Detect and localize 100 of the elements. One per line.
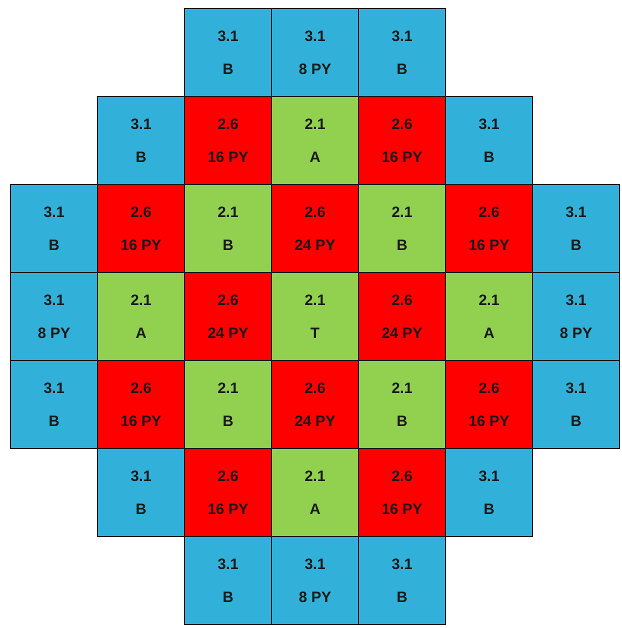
- cell-label: B: [222, 60, 234, 78]
- grid-cell: [358, 8, 446, 97]
- cell-value: 3.1: [44, 204, 64, 220]
- cell-label: T: [310, 324, 320, 342]
- cell-value: 3.1: [218, 556, 238, 572]
- grid-cell: [271, 184, 359, 273]
- cell-label: 16 PY: [382, 500, 422, 518]
- cell-value: 2.6: [218, 292, 238, 308]
- grid-cell: [271, 272, 359, 361]
- grid-cell: [271, 8, 359, 97]
- grid-cell: [445, 96, 533, 185]
- cell-value: 2.1: [392, 380, 412, 396]
- grid-cell: [271, 536, 359, 625]
- cell-value: 3.1: [566, 204, 586, 220]
- cell-value: 3.1: [392, 556, 412, 572]
- cell-label: B: [222, 588, 234, 606]
- grid-cell: [97, 360, 185, 449]
- grid-cell: [358, 96, 446, 185]
- cell-label: 16 PY: [120, 236, 162, 254]
- cell-value: 2.1: [392, 204, 412, 220]
- cell-value: 3.1: [218, 28, 238, 44]
- grid-cell: [271, 96, 359, 185]
- grid-cell: [184, 8, 272, 97]
- cell-value: 2.6: [478, 204, 500, 220]
- cell-label: B: [484, 148, 494, 166]
- cell-label: A: [310, 148, 320, 166]
- cell-label: A: [484, 324, 494, 342]
- grid-cell: [445, 272, 533, 361]
- cell-value: 2.1: [304, 468, 326, 484]
- grid-cell: [184, 536, 272, 625]
- grid-cell: [97, 448, 185, 537]
- cell-value: 3.1: [478, 468, 500, 484]
- cell-label: 16 PY: [120, 412, 162, 430]
- cell-value: 3.1: [130, 468, 152, 484]
- grid-cell: [532, 184, 620, 273]
- cell-value: 3.1: [566, 380, 586, 396]
- cell-label: B: [396, 412, 408, 430]
- grid-cell: [271, 360, 359, 449]
- cell-label: A: [310, 500, 320, 518]
- cell-label: B: [136, 148, 146, 166]
- cell-label: 16 PY: [382, 148, 422, 166]
- cell-label: B: [484, 500, 494, 518]
- cell-label: 24 PY: [208, 324, 248, 342]
- cell-label: A: [136, 324, 146, 342]
- cell-value: 2.6: [218, 468, 238, 484]
- cell-value: 3.1: [478, 116, 500, 132]
- cell-label: B: [396, 588, 408, 606]
- cell-label: B: [570, 236, 582, 254]
- cell-value: 2.1: [304, 116, 326, 132]
- grid-cell: [97, 96, 185, 185]
- grid-cell: [10, 272, 98, 361]
- grid-cell: [184, 272, 272, 361]
- cell-value: 2.6: [304, 204, 326, 220]
- cell-label: B: [222, 412, 234, 430]
- grid-cell: [358, 272, 446, 361]
- grid-cell: [358, 448, 446, 537]
- grid-cell: [10, 184, 98, 273]
- cell-label: 16 PY: [468, 412, 510, 430]
- cell-value: 2.6: [392, 292, 412, 308]
- cell-value: 2.6: [478, 380, 500, 396]
- cell-value: 2.1: [130, 292, 152, 308]
- cell-value: 2.1: [478, 292, 500, 308]
- grid-cell: [97, 184, 185, 273]
- cell-value: 3.1: [392, 28, 412, 44]
- cell-label: 8 PY: [560, 324, 592, 342]
- cell-label: B: [222, 236, 234, 254]
- cell-value: 2.6: [304, 380, 326, 396]
- cell-label: 24 PY: [294, 236, 336, 254]
- cell-label: 16 PY: [208, 500, 248, 518]
- cell-value: 3.1: [44, 380, 64, 396]
- cell-label: B: [570, 412, 582, 430]
- cell-value: 2.1: [218, 204, 238, 220]
- cell-value: 2.1: [304, 292, 326, 308]
- cell-value: 3.1: [304, 28, 326, 44]
- grid-cell: [97, 272, 185, 361]
- grid-cell: [184, 448, 272, 537]
- cell-value: 2.6: [130, 380, 152, 396]
- cell-value: 3.1: [44, 292, 64, 308]
- cell-value: 3.1: [130, 116, 152, 132]
- grid-cell: [445, 184, 533, 273]
- cell-value: 2.6: [392, 116, 412, 132]
- cell-value: 3.1: [304, 556, 326, 572]
- grid-cell: [10, 360, 98, 449]
- cell-label: 16 PY: [468, 236, 510, 254]
- cell-label: B: [136, 500, 146, 518]
- cell-label: 24 PY: [294, 412, 336, 430]
- grid-cell: [532, 272, 620, 361]
- grid-cell: [445, 448, 533, 537]
- cell-label: 8 PY: [38, 324, 70, 342]
- cell-label: B: [48, 412, 60, 430]
- grid-cell: [184, 360, 272, 449]
- grid-cell: [358, 184, 446, 273]
- grid-cell: [358, 536, 446, 625]
- grid-cell: [184, 184, 272, 273]
- cell-label: B: [48, 236, 60, 254]
- cell-label: 8 PY: [298, 588, 332, 606]
- cell-value: 2.1: [218, 380, 238, 396]
- grid-cell: [184, 96, 272, 185]
- cell-value: 3.1: [566, 292, 586, 308]
- grid-cell: [445, 360, 533, 449]
